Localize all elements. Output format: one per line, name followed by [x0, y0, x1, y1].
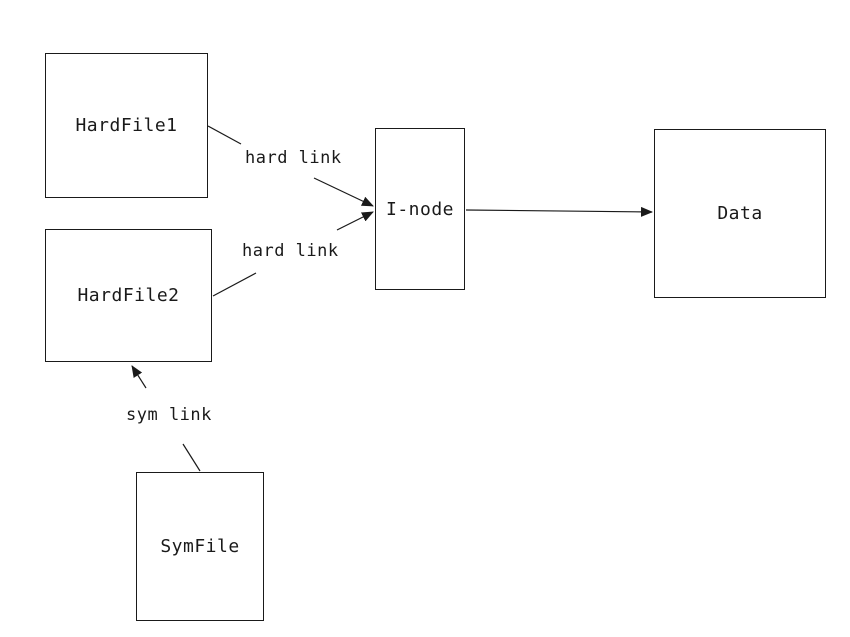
node-inode-label: I-node [385, 198, 455, 220]
edge-hardlink1-arrow [207, 125, 374, 207]
node-data-label: Data [717, 203, 763, 224]
edge-hardlink1-label: hard link [243, 148, 344, 168]
node-data: Data [654, 129, 826, 298]
node-symfile-label: SymFile [160, 536, 240, 557]
node-symfile: SymFile [136, 472, 264, 621]
edge-symlink-arrow [131, 365, 201, 472]
edge-hardlink2-arrow [212, 211, 374, 297]
node-inode: I-node [375, 128, 465, 290]
edge-symlink-label: sym link [124, 405, 214, 425]
edge-inode-data-arrow [465, 206, 653, 217]
node-hardfile1-label: HardFile1 [75, 115, 178, 136]
node-hardfile2: HardFile2 [45, 229, 212, 362]
node-hardfile2-label: HardFile2 [77, 285, 180, 306]
edge-hardlink2-label: hard link [240, 241, 341, 261]
node-hardfile1: HardFile1 [45, 53, 208, 198]
